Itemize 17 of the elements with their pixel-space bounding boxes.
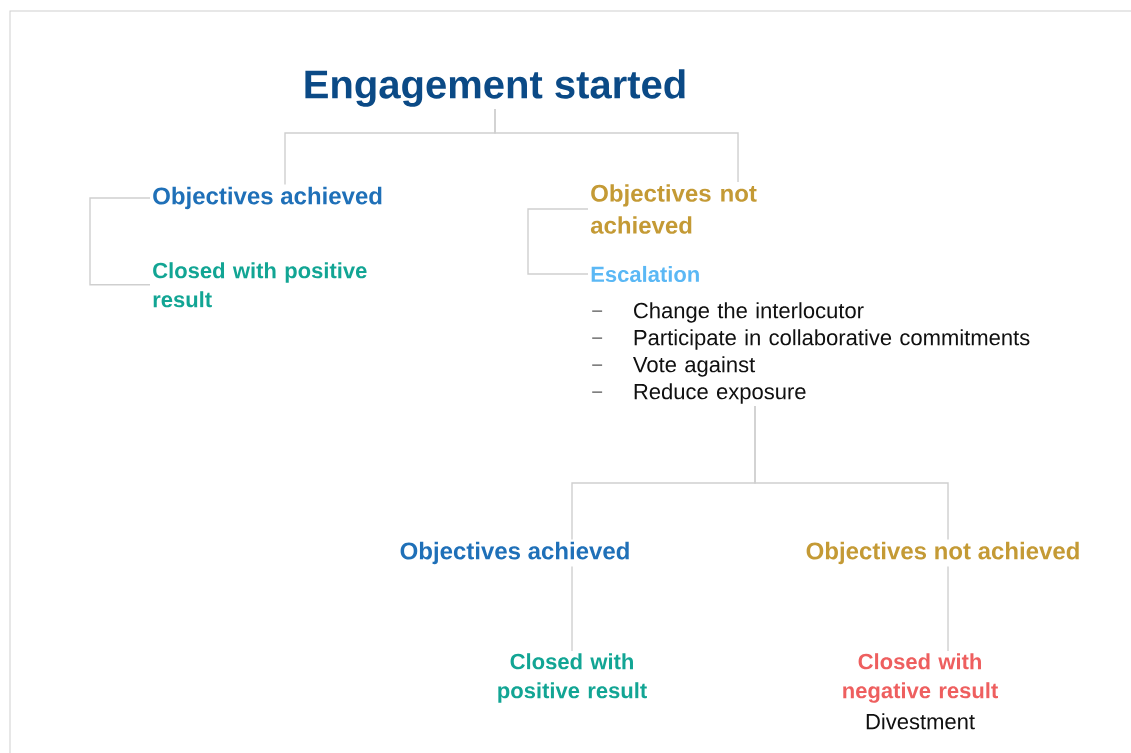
heading-text: Closed with positive result — [498, 653, 647, 703]
connector-line — [89, 197, 151, 286]
title-text: Engagement started — [305, 69, 685, 107]
connector-line — [494, 108, 739, 183]
heading-text: Objectives not achieved — [806, 541, 1079, 565]
heading-text: Escalation — [591, 265, 699, 283]
connector-line — [571, 565, 573, 652]
heading-text: Objectives achieved — [400, 541, 629, 565]
heading-text: Closed with negative result — [843, 653, 998, 703]
bullet-list: Change the interlocutor Participate in collaborative commitments Vote against Reduce exposure — [591, 302, 1030, 404]
heading-text: Objectives achieved — [153, 186, 382, 210]
heading-text: Closed with positive result — [153, 262, 367, 308]
connector-line — [754, 405, 949, 541]
connector-line — [947, 565, 949, 652]
heading-text: Objectives not achieved — [590, 184, 757, 234]
connector-line — [527, 208, 589, 275]
note-text: Divestment — [866, 713, 975, 730]
